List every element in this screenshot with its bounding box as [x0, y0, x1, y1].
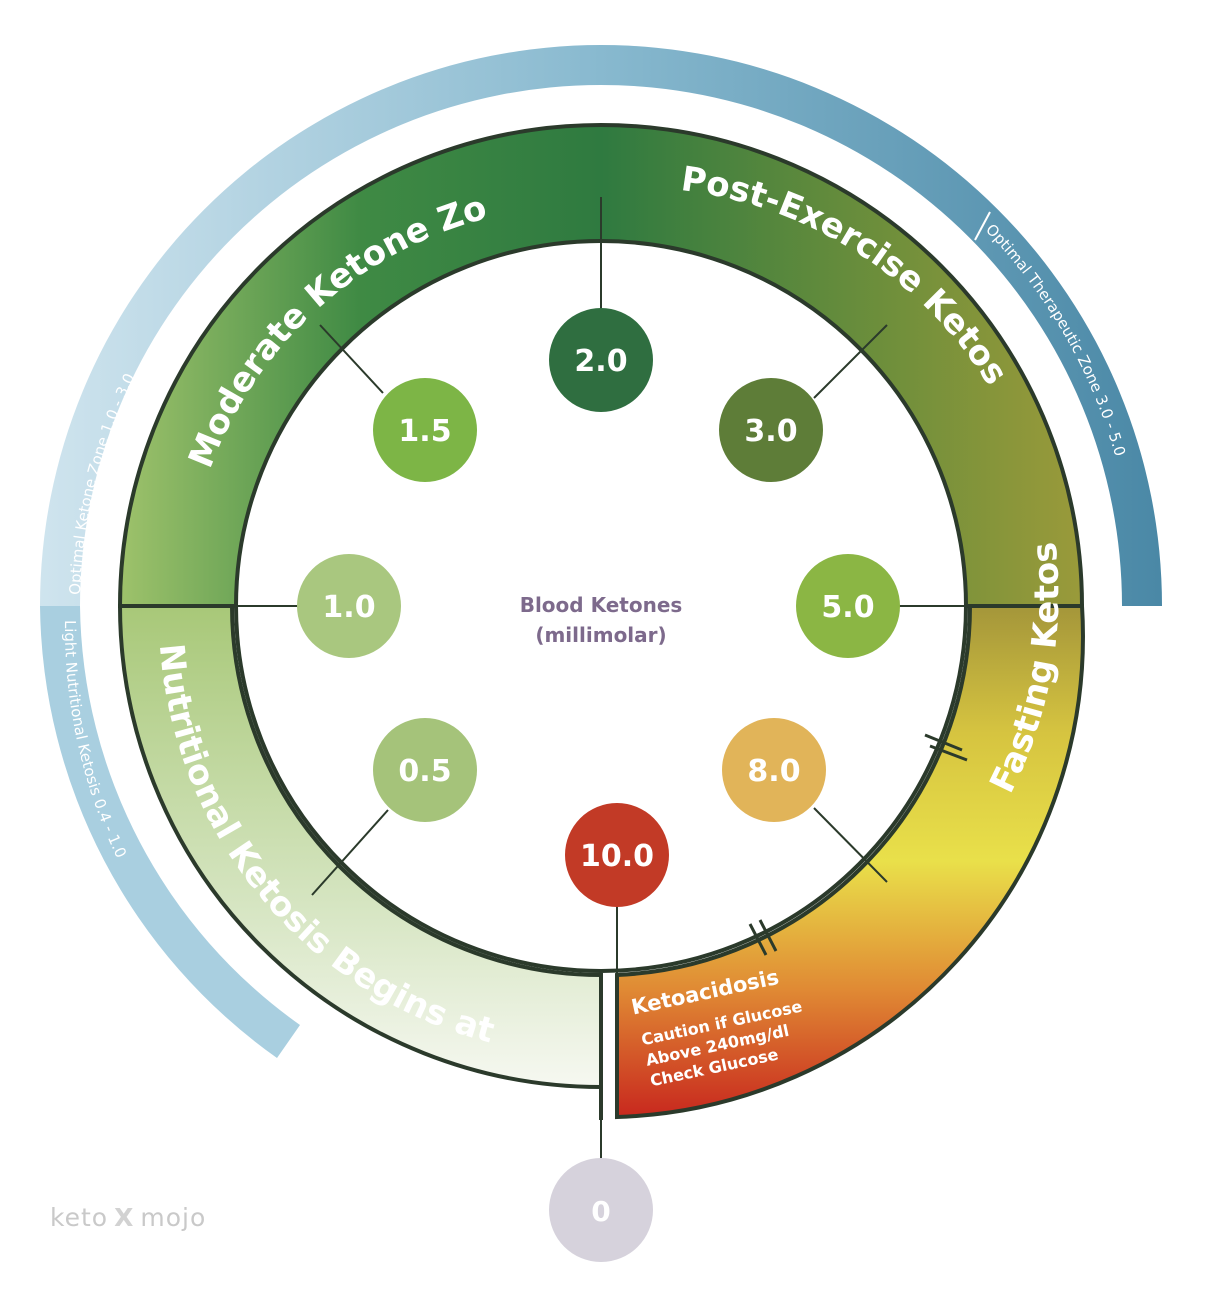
value-node-circle	[565, 803, 669, 907]
value-node-10-0: 10.0	[565, 803, 669, 907]
tick-marks	[748, 733, 968, 956]
value-node-label: 3.0	[744, 414, 797, 449]
logo-text-right: mojo	[140, 1203, 207, 1232]
value-node-circle	[719, 378, 823, 482]
value-node-1-5: 1.5	[373, 378, 477, 482]
value-node-3-0: 3.0	[719, 378, 823, 482]
logo-text-left: keto	[50, 1203, 109, 1232]
value-node-label: 10.0	[580, 839, 654, 874]
value-node-circle	[796, 554, 900, 658]
center-subtitle: (millimolar)	[535, 623, 666, 647]
value-node-circle	[549, 308, 653, 412]
value-node-0: 0	[549, 1158, 653, 1262]
value-node-label: 1.0	[322, 590, 375, 625]
value-node-label: 1.5	[398, 414, 451, 449]
value-node-label: 2.0	[574, 344, 627, 379]
outer-band-lower-left	[40, 606, 300, 1058]
connector-lines	[183, 197, 1018, 1160]
value-node-label: 5.0	[821, 590, 874, 625]
value-node-1-0: 1.0	[297, 554, 401, 658]
value-node-circle	[549, 1158, 653, 1262]
value-node-circle	[373, 378, 477, 482]
value-node-circle	[722, 718, 826, 822]
value-node-8-0: 8.0	[722, 718, 826, 822]
value-node-0-5: 0.5	[373, 718, 477, 822]
value-node-circle	[297, 554, 401, 658]
value-node-label: 8.0	[747, 754, 800, 789]
ring-lower-right	[615, 604, 1085, 1120]
center-title: Blood Ketones	[520, 593, 683, 617]
value-node-circle	[373, 718, 477, 822]
value-node-5-0: 5.0	[796, 554, 900, 658]
value-node-label: 0	[591, 1195, 610, 1228]
value-node-2-0: 2.0	[549, 308, 653, 412]
logo-mark-icon: X	[114, 1203, 135, 1232]
ring-lower-left	[117, 604, 603, 1090]
value-node-label: 0.5	[398, 754, 451, 789]
